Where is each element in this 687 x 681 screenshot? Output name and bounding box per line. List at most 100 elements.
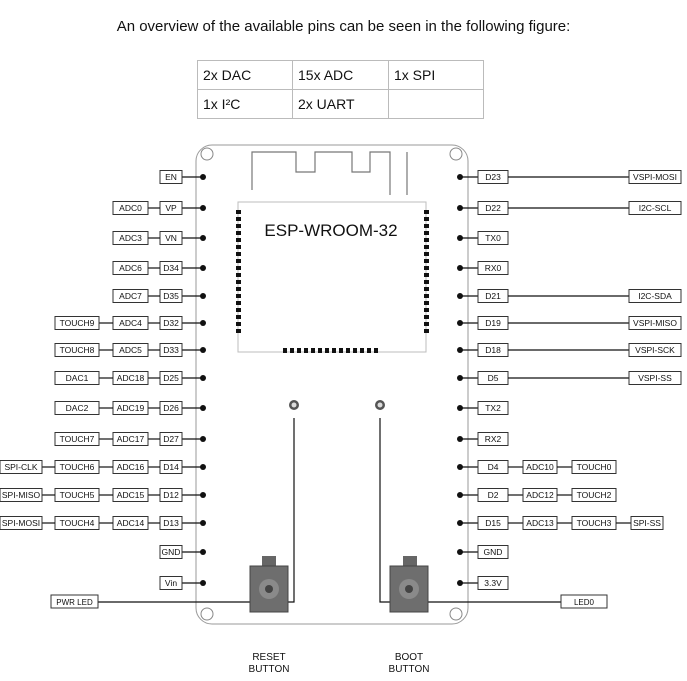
- module-pad: [360, 348, 364, 353]
- svg-text:ADC18: ADC18: [117, 373, 145, 383]
- pin-label-tx0: TX0: [477, 231, 509, 245]
- module-pad: [424, 252, 429, 256]
- module-pad: [304, 348, 308, 353]
- svg-text:RX2: RX2: [485, 434, 502, 444]
- module-pad: [424, 294, 429, 298]
- pin-label-rx0: RX0: [477, 261, 509, 275]
- module-pad: [424, 266, 429, 270]
- pin-function-spi-mosi: SPI-MOSI: [0, 516, 43, 530]
- svg-text:TOUCH3: TOUCH3: [577, 518, 612, 528]
- intro-text: An overview of the available pins can be…: [116, 18, 571, 35]
- svg-text:D32: D32: [163, 318, 179, 328]
- pin-label-d26: D26: [159, 401, 183, 415]
- pin-function-vspi-ss: VSPI-SS: [628, 371, 682, 385]
- module-pad: [424, 259, 429, 263]
- svg-text:ADC10: ADC10: [526, 462, 554, 472]
- module-pad: [236, 287, 241, 291]
- led0-box: [560, 594, 608, 609]
- antenna-trace-icon: [251, 151, 408, 195]
- pin-label-d19: D19: [477, 316, 509, 330]
- module-pad: [311, 348, 315, 353]
- svg-text:TX2: TX2: [485, 403, 501, 413]
- pin-function-dac2: DAC2: [54, 401, 100, 415]
- svg-text:RX0: RX0: [485, 263, 502, 273]
- module-pad: [236, 280, 241, 284]
- svg-text:ADC3: ADC3: [119, 233, 142, 243]
- svg-text:D23: D23: [485, 172, 501, 182]
- svg-text:TOUCH8: TOUCH8: [60, 345, 95, 355]
- svg-text:D14: D14: [163, 462, 179, 472]
- pin-function-adc3: ADC3: [112, 231, 149, 245]
- pin-function-vspi-mosi: VSPI-MOSI: [628, 170, 682, 184]
- module-pad: [339, 348, 343, 353]
- pin-function-adc6: ADC6: [112, 261, 149, 275]
- pin-summary-table: 2x DAC 15x ADC 1x SPI 1x I²C 2x UART: [197, 60, 484, 119]
- svg-text:D35: D35: [163, 291, 179, 301]
- pin-label-vin: Vin: [159, 576, 183, 590]
- svg-text:D21: D21: [485, 291, 501, 301]
- svg-text:D19: D19: [485, 318, 501, 328]
- reset-button-label: BUTTON: [249, 664, 290, 675]
- pwr-led-icon: [291, 402, 297, 408]
- pin-function-adc10: ADC10: [522, 460, 558, 474]
- module-pad: [236, 224, 241, 228]
- module-pad: [424, 287, 429, 291]
- pin-function-adc14: ADC14: [112, 516, 149, 530]
- svg-text:TOUCH7: TOUCH7: [60, 434, 95, 444]
- table-cell: 2x UART: [292, 89, 389, 119]
- pin-label-gnd: GND: [477, 545, 509, 559]
- module-pad: [236, 245, 241, 249]
- pin-function-touch3: TOUCH3: [571, 516, 617, 530]
- pin-label-d22: D22: [477, 201, 509, 215]
- table-cell: 2x DAC: [197, 60, 293, 90]
- module-pad: [353, 348, 357, 353]
- svg-text:D26: D26: [163, 403, 179, 413]
- module-pad: [236, 315, 241, 319]
- svg-text:TOUCH0: TOUCH0: [577, 462, 612, 472]
- module-pad: [236, 294, 241, 298]
- pin-label-d5: D5: [477, 371, 509, 385]
- svg-text:ADC13: ADC13: [526, 518, 554, 528]
- svg-text:VSPI-SS: VSPI-SS: [638, 373, 672, 383]
- module-pad: [236, 322, 241, 326]
- pin-function-touch4: TOUCH4: [54, 516, 100, 530]
- module-pad: [424, 238, 429, 242]
- pin-label-d23: D23: [477, 170, 509, 184]
- module-pad: [236, 266, 241, 270]
- module-pad: [297, 348, 301, 353]
- boot-button[interactable]: [389, 556, 429, 613]
- module-pad: [290, 348, 294, 353]
- table-row: 1x I²C 2x UART: [197, 89, 484, 119]
- svg-text:D2: D2: [488, 490, 499, 500]
- svg-text:TOUCH6: TOUCH6: [60, 462, 95, 472]
- pin-function-touch6: TOUCH6: [54, 460, 100, 474]
- pin-function-adc4: ADC4: [112, 316, 149, 330]
- svg-text:VP: VP: [165, 203, 177, 213]
- module-pad: [374, 348, 378, 353]
- pin-label-d34: D34: [159, 261, 183, 275]
- module-pad: [424, 329, 429, 333]
- pin-label-d27: D27: [159, 432, 183, 446]
- module-pads-right: [424, 210, 429, 333]
- pin-function-adc19: ADC19: [112, 401, 149, 415]
- module-pad: [424, 308, 429, 312]
- reset-button[interactable]: [249, 556, 289, 613]
- svg-text:I2C-SDA: I2C-SDA: [638, 291, 672, 301]
- pin-function-i2c-sda: I2C-SDA: [628, 289, 682, 303]
- svg-text:ADC17: ADC17: [117, 434, 145, 444]
- svg-text:3.3V: 3.3V: [484, 578, 502, 588]
- table-cell: 1x SPI: [388, 60, 484, 90]
- pin-function-touch7: TOUCH7: [54, 432, 100, 446]
- module-pad: [424, 217, 429, 221]
- module-pad: [424, 224, 429, 228]
- svg-text:D4: D4: [488, 462, 499, 472]
- pin-label-d35: D35: [159, 289, 183, 303]
- pin-label-3-3v: 3.3V: [477, 576, 509, 590]
- pin-label-d32: D32: [159, 316, 183, 330]
- svg-text:TOUCH4: TOUCH4: [60, 518, 95, 528]
- svg-text:SPI-MISO: SPI-MISO: [2, 490, 41, 500]
- svg-text:D5: D5: [488, 373, 499, 383]
- svg-text:D15: D15: [485, 518, 501, 528]
- svg-text:D13: D13: [163, 518, 179, 528]
